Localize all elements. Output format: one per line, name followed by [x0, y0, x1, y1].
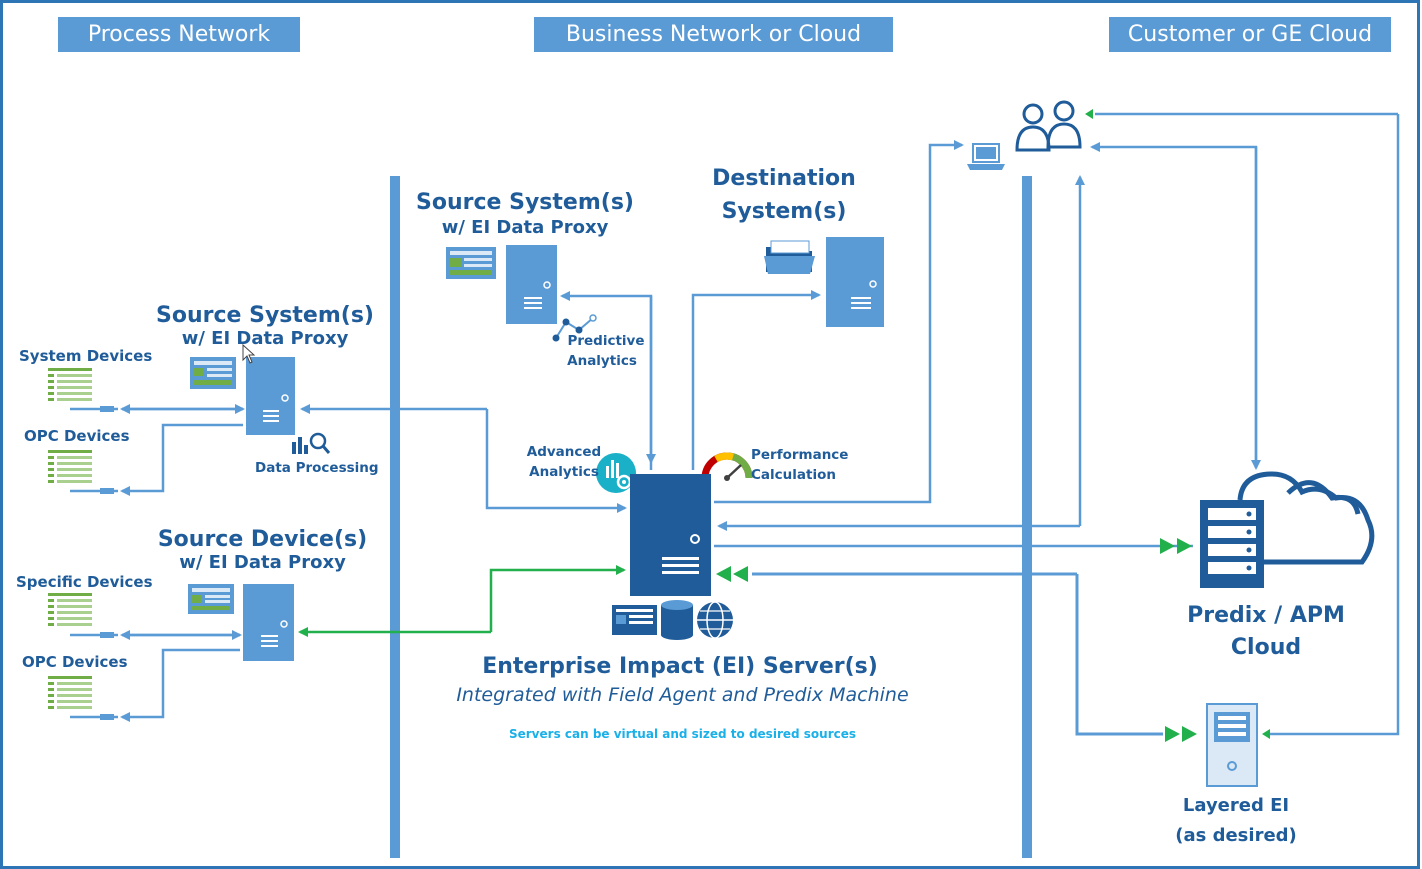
specific-devices-label: Specific Devices: [16, 573, 153, 591]
double-chevron: [1160, 538, 1192, 554]
destination-title-line1: Destination: [712, 166, 856, 191]
zone-header-business: Business Network or Cloud: [534, 17, 893, 52]
layered-ei-line1: Layered EI: [1182, 795, 1290, 816]
laptop-icon: [967, 143, 1005, 170]
network-graph-icon: [552, 314, 597, 342]
predictive-analytics-line2: Analytics: [567, 353, 637, 369]
opc-devices-label-2: OPC Devices: [22, 653, 128, 671]
ei-server-subtitle: Integrated with Field Agent and Predix M…: [456, 684, 909, 706]
document-list-icon: [48, 593, 92, 626]
folder-icon: [764, 240, 815, 274]
arrow-to-opc-devices: [120, 423, 243, 496]
performance-calculation-line2: Calculation: [751, 467, 836, 483]
arrow-ei-to-destination: [691, 290, 821, 470]
arrow-layered-loop: [1266, 114, 1400, 736]
cloud-server-icon: [1200, 471, 1375, 588]
ei-server-note: Servers can be virtual and sized to desi…: [508, 727, 857, 741]
source-system-subtitle: w/ EI Data Proxy: [181, 328, 349, 349]
data-processing-label: Data Processing: [255, 460, 379, 476]
server-icon: [246, 357, 295, 435]
globe-icon: [697, 601, 733, 639]
predix-title-line2: Cloud: [1230, 635, 1302, 660]
arrow-predix-to-users: [1090, 142, 1258, 462]
double-chevron: [716, 566, 748, 582]
source-device-subtitle: w/ EI Data Proxy: [179, 552, 346, 573]
divider-business-customer: [1022, 176, 1032, 858]
document-list-icon: [48, 368, 92, 401]
tower-server-icon: [1206, 703, 1258, 787]
business-source-system-title: Source System(s): [416, 190, 634, 215]
destination-title-line2: System(s): [721, 199, 847, 224]
server-icon: [826, 237, 884, 327]
arrow-to-layered-ei: [1075, 574, 1163, 736]
document-list-icon: [48, 676, 92, 709]
zone-header-process: Process Network: [58, 17, 300, 52]
zone-header-customer: Customer or GE Cloud: [1109, 17, 1391, 52]
database-icon: [661, 600, 693, 640]
advanced-analytics-line1: Advanced: [526, 444, 602, 460]
server-icon: [243, 584, 294, 661]
chart-magnifier-icon: [292, 432, 331, 454]
system-devices-label: System Devices: [19, 347, 153, 365]
double-chevron: [1165, 726, 1197, 742]
layered-ei-line2: (as desired): [1175, 825, 1297, 846]
gauge-icon: [701, 452, 753, 481]
document-list-icon: [48, 450, 92, 483]
advanced-analytics-line2: Analytics: [529, 464, 599, 480]
server-icon: [506, 245, 557, 324]
source-device-title: Source Device(s): [157, 527, 368, 552]
gear-analytics-icon: [596, 453, 636, 493]
users-icon: [1015, 100, 1082, 152]
arrow-to-opc-devices-2: [120, 648, 240, 722]
predictive-analytics-line1: Predictive: [567, 333, 645, 349]
ei-server-icon: [630, 474, 711, 596]
divider-process-business: [390, 176, 400, 858]
ei-server-title: Enterprise Impact (EI) Server(s): [482, 654, 878, 679]
dashboard-screen-icon: [190, 357, 236, 389]
opc-devices-label: OPC Devices: [24, 427, 130, 445]
dashboard-screen-icon: [612, 605, 657, 635]
arrow-source-device-to-ei: [489, 565, 626, 632]
cursor-icon: [242, 343, 256, 364]
arrow-ei-to-laptop: [714, 140, 964, 504]
dashboard-screen-icon: [188, 584, 234, 614]
business-source-system-subtitle: w/ EI Data Proxy: [441, 217, 609, 238]
performance-calculation-line1: Performance: [751, 447, 849, 463]
source-system-title: Source System(s): [156, 303, 374, 328]
arrow-process-source-to-ei: [485, 409, 627, 513]
dashboard-screen-icon: [446, 247, 496, 279]
predix-title-line1: Predix / APM: [1187, 603, 1345, 628]
